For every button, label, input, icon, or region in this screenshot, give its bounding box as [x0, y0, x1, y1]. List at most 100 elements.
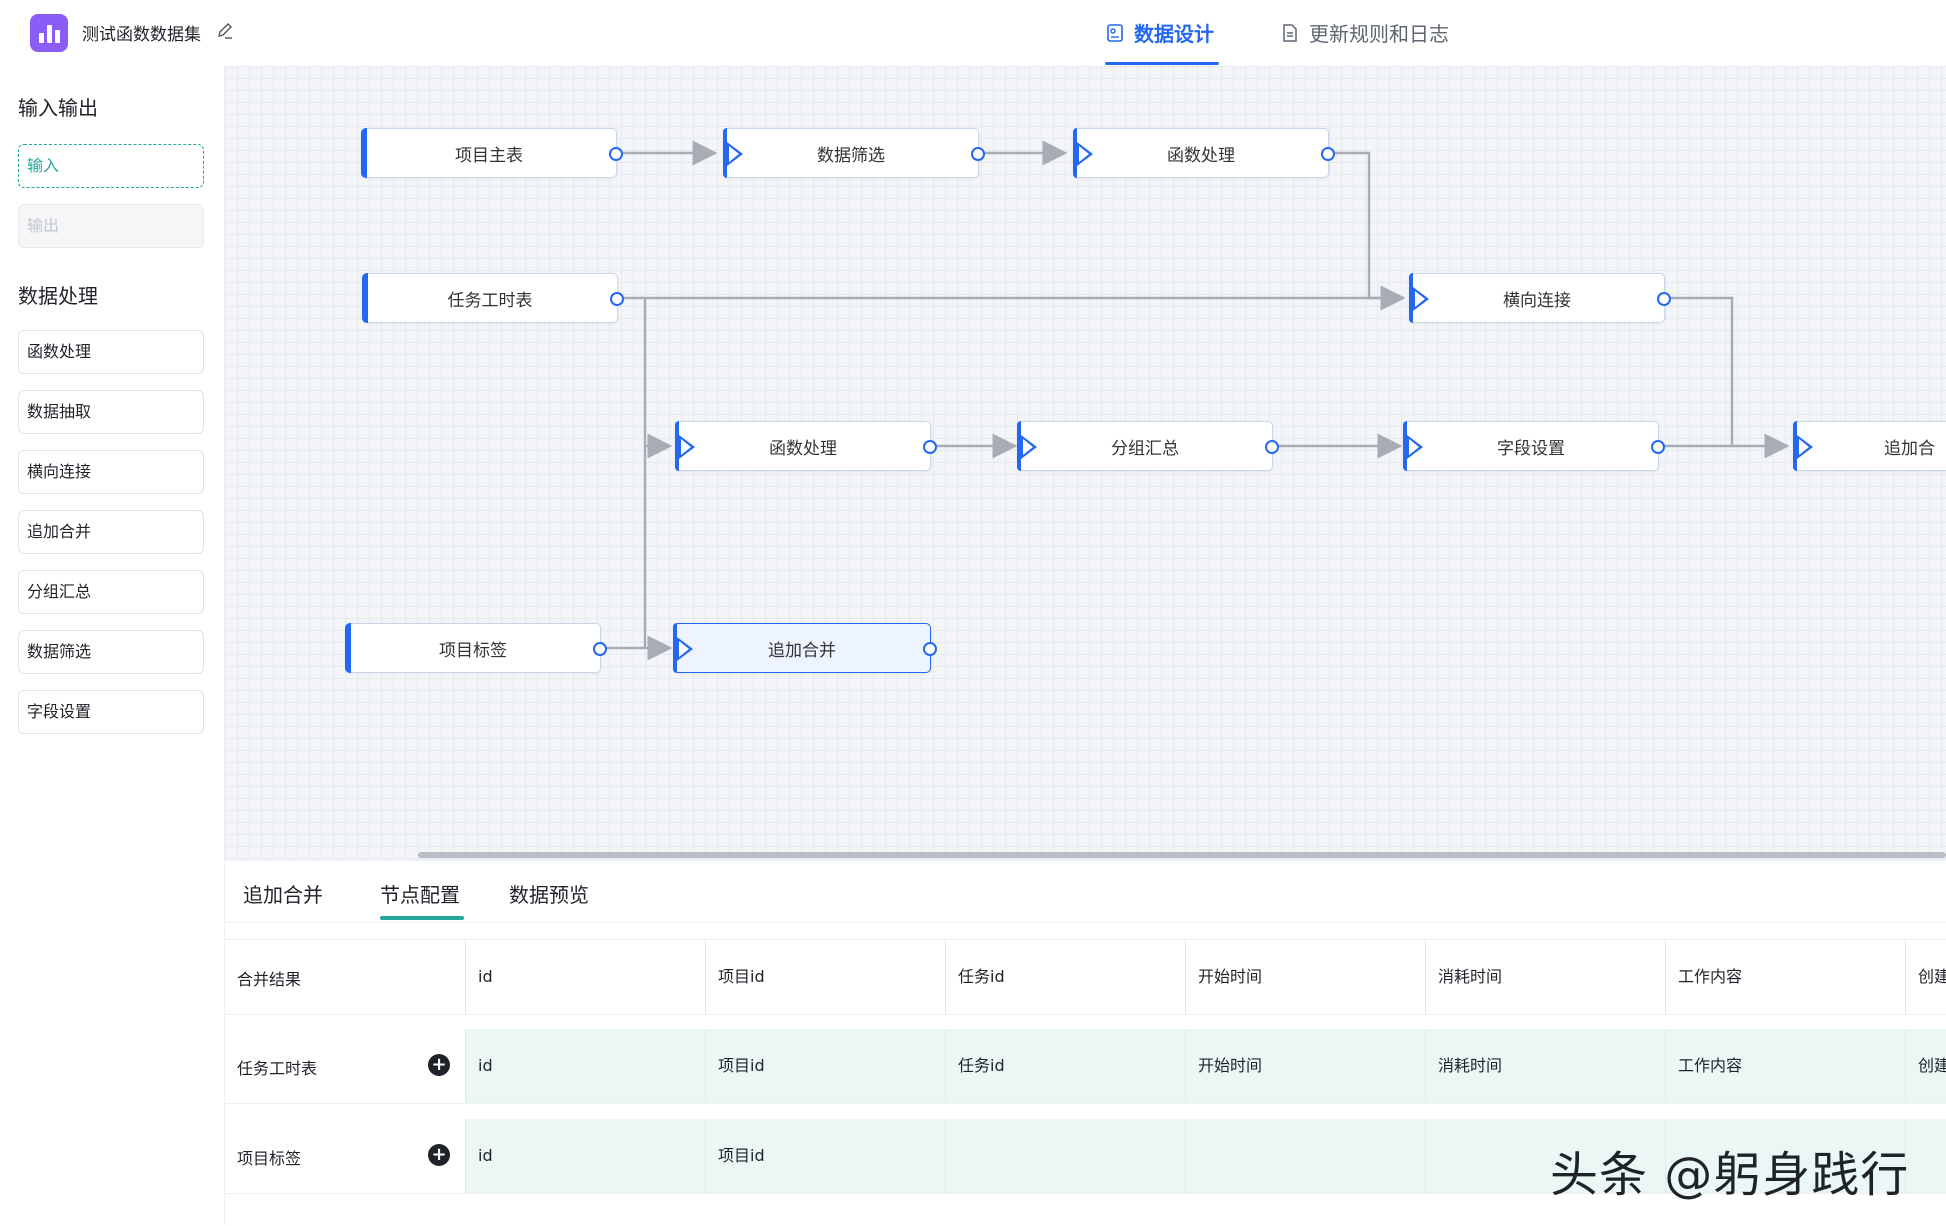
top-header: 测试函数数据集 数据设计 更新规则和日志 — [0, 0, 1946, 67]
edge-func-to-join — [1332, 151, 1406, 311]
table-cell[interactable]: 创建 — [1905, 1029, 1946, 1103]
sidebar-item-input[interactable]: 输入 — [18, 144, 204, 188]
tab-data-design[interactable]: 数据设计 — [1106, 18, 1214, 47]
sidebar-item-filter[interactable]: 数据筛选 — [18, 630, 204, 674]
table-cell[interactable] — [1665, 1119, 1905, 1193]
sidebar-item-extract[interactable]: 数据抽取 — [18, 390, 204, 434]
node-label: 追加合 — [1884, 438, 1935, 459]
table-cell[interactable] — [1185, 1119, 1425, 1193]
output-port[interactable] — [610, 292, 624, 306]
edge-join-to-append — [1664, 296, 1734, 446]
flow-edges — [601, 140, 1790, 661]
node-label: 数据筛选 — [817, 145, 885, 166]
design-icon — [1107, 23, 1123, 42]
tab-update-rules[interactable]: 更新规则和日志 — [1281, 18, 1449, 47]
sidebar-item-join[interactable]: 横向连接 — [18, 450, 204, 494]
table-cell[interactable]: 项目id — [705, 1119, 945, 1193]
panel-tab-node-config[interactable]: 节点配置 — [380, 883, 460, 907]
table-header-row: 合并结果 id 项目id 任务id 开始时间 消耗时间 工作内容 创建 — [225, 939, 1946, 1015]
app-title: 测试函数数据集 — [82, 25, 201, 45]
node-config-panel: 追加合并 节点配置 数据预览 合并结果 id 项目id 任务id 开始时间 消耗… — [225, 860, 1946, 1226]
node-function-mid[interactable]: 函数处理 — [675, 421, 937, 471]
table-cell[interactable]: 任务id — [945, 1029, 1185, 1103]
input-port[interactable] — [1797, 435, 1813, 459]
pencil-icon[interactable] — [216, 22, 234, 40]
node-field-settings[interactable]: 字段设置 — [1403, 421, 1665, 471]
table-cell[interactable]: 工作内容 — [1665, 1029, 1905, 1103]
sidebar-item-output[interactable]: 输出 — [18, 204, 204, 248]
table-cell[interactable]: 开始时间 — [1185, 1029, 1425, 1103]
input-port[interactable] — [727, 142, 743, 166]
sidebar-item-fields[interactable]: 字段设置 — [18, 690, 204, 734]
active-tab-underline — [1105, 62, 1219, 65]
header-label: 合并结果 — [237, 970, 302, 989]
input-port[interactable] — [1407, 435, 1423, 459]
panel-divider — [225, 922, 1946, 923]
input-port[interactable] — [679, 435, 695, 459]
table-cell[interactable] — [1905, 1119, 1946, 1193]
node-group-sum[interactable]: 分组汇总 — [1017, 421, 1279, 471]
row-label: 项目标签 — [237, 1149, 302, 1168]
output-port[interactable] — [1657, 292, 1671, 306]
node-function-top[interactable]: 函数处理 — [1073, 128, 1335, 178]
document-icon — [1283, 23, 1297, 42]
table-cell[interactable]: 消耗时间 — [1425, 1029, 1665, 1103]
output-port[interactable] — [1265, 440, 1279, 454]
panel-tab-node-name[interactable]: 追加合并 — [243, 883, 323, 907]
sidebar-item-group[interactable]: 分组汇总 — [18, 570, 204, 614]
node-label: 项目标签 — [439, 640, 507, 661]
flow-canvas[interactable]: 项目主表 数据筛选 函数处理 任务工时表 横向连接 函数处理 分组汇总 字段设置… — [225, 66, 1946, 860]
output-port[interactable] — [1321, 147, 1335, 161]
io-section-title: 输入输出 — [18, 96, 98, 120]
node-label: 函数处理 — [769, 438, 837, 459]
output-port[interactable] — [923, 440, 937, 454]
table-cell[interactable]: 项目id — [705, 1029, 945, 1103]
node-label: 项目主表 — [455, 145, 523, 166]
node-filter[interactable]: 数据筛选 — [723, 128, 985, 178]
output-port[interactable] — [593, 642, 607, 656]
tab-update-rules-label: 更新规则和日志 — [1309, 22, 1449, 46]
node-label: 任务工时表 — [447, 290, 533, 311]
watermark-text: 头条 @躬身践行 — [1550, 1147, 1910, 1203]
output-port[interactable] — [1651, 440, 1665, 454]
table-cell[interactable]: id — [465, 1119, 705, 1193]
input-port[interactable] — [677, 637, 693, 661]
bar-chart-icon — [30, 14, 68, 52]
column-header: 项目id — [705, 940, 945, 1014]
column-header: 消耗时间 — [1425, 940, 1665, 1014]
output-port[interactable] — [609, 147, 623, 161]
column-header: 工作内容 — [1665, 940, 1905, 1014]
input-port[interactable] — [1077, 142, 1093, 166]
node-label: 字段设置 — [1497, 438, 1565, 459]
node-join[interactable]: 横向连接 — [1409, 273, 1671, 323]
node-project-tags[interactable]: 项目标签 — [345, 623, 607, 673]
sidebar-item-append[interactable]: 追加合并 — [18, 510, 204, 554]
table-cell[interactable] — [1425, 1119, 1665, 1193]
table-row: 任务工时表 + id 项目id 任务id 开始时间 消耗时间 工作内容 创建 — [225, 1029, 1946, 1104]
output-port[interactable] — [971, 147, 985, 161]
processing-section-title: 数据处理 — [18, 284, 98, 308]
add-field-icon[interactable]: + — [428, 1054, 450, 1076]
node-label: 追加合并 — [768, 640, 836, 661]
node-append-selected[interactable]: 追加合并 — [673, 623, 937, 673]
sidebar-item-function[interactable]: 函数处理 — [18, 330, 204, 374]
input-port[interactable] — [1021, 435, 1037, 459]
node-label: 分组汇总 — [1111, 438, 1179, 459]
node-label: 横向连接 — [1503, 290, 1571, 311]
node-project-main[interactable]: 项目主表 — [361, 128, 623, 178]
panel-tab-data-preview[interactable]: 数据预览 — [509, 883, 589, 907]
table-row: 项目标签 + id 项目id — [225, 1119, 1946, 1194]
node-append-right[interactable]: 追加合 — [1793, 421, 1946, 471]
table-cell[interactable] — [945, 1119, 1185, 1193]
column-header: 开始时间 — [1185, 940, 1425, 1014]
input-port[interactable] — [1413, 287, 1429, 311]
table-cell[interactable]: id — [465, 1029, 705, 1103]
column-header: 任务id — [945, 940, 1185, 1014]
row-label: 任务工时表 — [237, 1059, 318, 1078]
canvas-horizontal-scrollbar[interactable] — [418, 852, 1946, 858]
column-header: 创建 — [1905, 940, 1946, 1014]
output-port[interactable] — [923, 642, 937, 656]
node-task-hours[interactable]: 任务工时表 — [362, 273, 624, 323]
add-field-icon[interactable]: + — [428, 1144, 450, 1166]
tab-data-design-label: 数据设计 — [1134, 22, 1214, 46]
